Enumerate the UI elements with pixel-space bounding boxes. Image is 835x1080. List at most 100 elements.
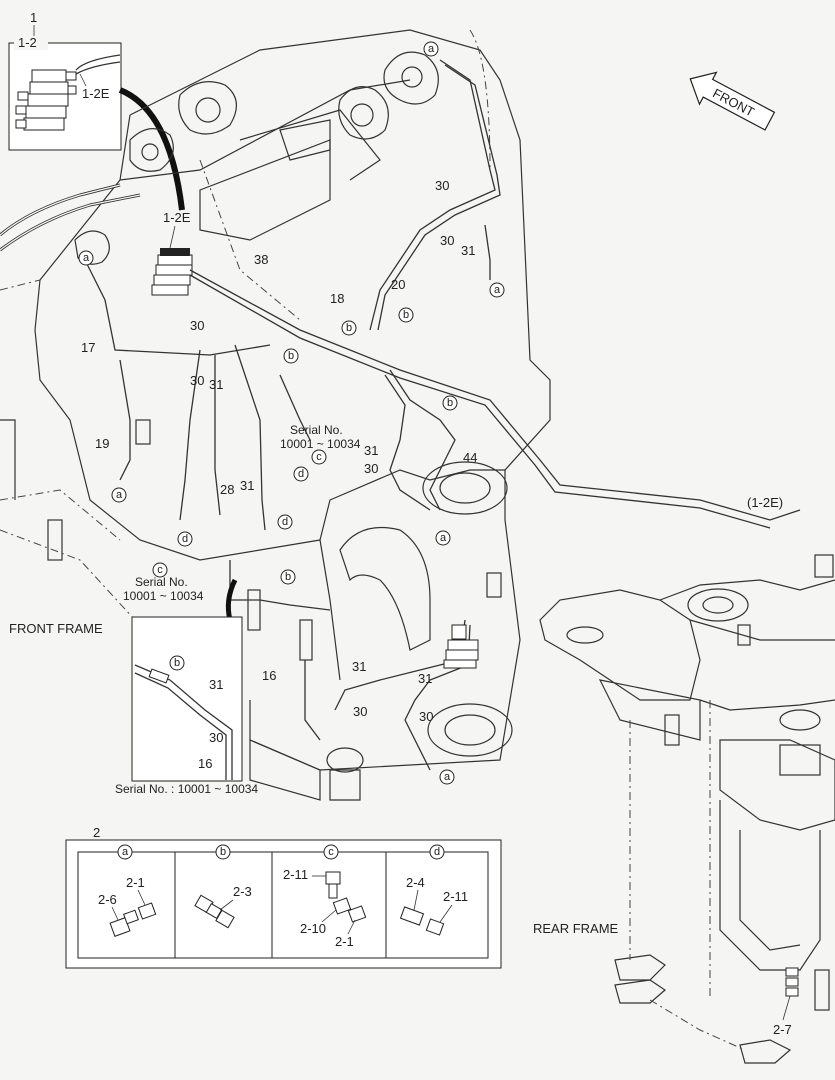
leader-2-3 bbox=[219, 899, 234, 911]
rear-ref-1-2e: (1-2E) bbox=[747, 495, 783, 510]
part-18: 18 bbox=[330, 291, 344, 306]
front-direction-arrow: FRONT bbox=[689, 71, 776, 131]
callout-a-top-text: a bbox=[428, 43, 435, 55]
part-30-mid: 30 bbox=[190, 318, 204, 333]
detail-b-fitting bbox=[194, 894, 235, 929]
part-31-mid: 31 bbox=[209, 377, 223, 392]
rear-frame-structure bbox=[539, 554, 835, 1064]
part-31-low-b: 31 bbox=[418, 671, 432, 686]
part-19: 19 bbox=[95, 436, 109, 451]
callout-d-1 bbox=[293, 466, 309, 482]
serial-label-lower: Serial No. bbox=[135, 575, 188, 589]
leader-2-1-c bbox=[347, 919, 356, 935]
detail-col-c: c bbox=[328, 846, 334, 858]
callout-b-4-text: b bbox=[447, 397, 453, 409]
callout-a-left bbox=[78, 250, 94, 266]
inset-1-2e-label: 1-2E bbox=[82, 86, 110, 101]
callout-c-2-text: c bbox=[157, 564, 163, 576]
callout-a-bottom-text: a bbox=[444, 771, 451, 783]
callout-b-3-text: b bbox=[288, 350, 294, 362]
callout-d-2-text: d bbox=[282, 516, 288, 528]
rear-frame-label: REAR FRAME bbox=[533, 921, 619, 936]
detail-part-2-4: 2-4 bbox=[406, 875, 425, 890]
callout-d-3 bbox=[177, 531, 193, 547]
detail-part-2-1-a: 2-1 bbox=[126, 875, 145, 890]
callout-d-1-text: d bbox=[298, 468, 304, 480]
valve-1-2e-leader bbox=[169, 225, 176, 249]
detail-col-d-circle bbox=[429, 844, 445, 860]
callout-b-1 bbox=[341, 320, 357, 336]
detail-part-2-6: 2-6 bbox=[98, 892, 117, 907]
control-valve-1-2e bbox=[151, 248, 193, 296]
callout-a-lower-left bbox=[111, 487, 127, 503]
detail-c-fittings bbox=[325, 871, 367, 923]
detail-d-fittings bbox=[399, 906, 445, 936]
detail-col-b: b bbox=[220, 846, 226, 858]
leader-2-11-d bbox=[439, 904, 453, 923]
part-30-mid-b: 30 bbox=[190, 373, 204, 388]
leader-2-4 bbox=[413, 889, 419, 911]
detail-part-2-11-c: 2-11 bbox=[283, 867, 308, 882]
detail-part-2-10: 2-10 bbox=[300, 921, 326, 936]
control-valve-lower bbox=[443, 624, 479, 669]
callout-c-2 bbox=[152, 562, 168, 578]
part-30-low-b: 30 bbox=[419, 709, 433, 724]
inset-part-16: 16 bbox=[198, 756, 212, 771]
callout-a-top bbox=[423, 41, 439, 57]
part-44: 44 bbox=[463, 450, 477, 465]
callout-a-bottom bbox=[439, 769, 455, 785]
leader-2-6 bbox=[111, 906, 119, 921]
part-30-low: 30 bbox=[353, 704, 367, 719]
callout-d-3-text: d bbox=[182, 533, 188, 545]
part-31-low: 31 bbox=[352, 659, 366, 674]
part-31-top: 31 bbox=[461, 243, 475, 258]
detail-col-a: a bbox=[122, 846, 129, 858]
part-30-top: 30 bbox=[435, 178, 449, 193]
inset-hose-1 bbox=[75, 54, 121, 71]
serial-range-upper: 10001 ~ 10034 bbox=[280, 437, 361, 451]
callout-a-center-text: a bbox=[440, 532, 447, 544]
leader-2-10 bbox=[321, 909, 337, 923]
hydraulic-pipes bbox=[0, 59, 801, 771]
fitting-callouts: a a a b b b b a c d d d c a b a bbox=[78, 41, 505, 785]
callout-b-5 bbox=[280, 569, 296, 585]
inset-1-2-label-bg bbox=[14, 36, 48, 50]
inset-part-31: 31 bbox=[209, 677, 223, 692]
serial-full-note: Serial No. : 10001 ~ 10034 bbox=[115, 782, 258, 796]
inset-callout-b bbox=[169, 655, 185, 671]
inset-1-2e-leader bbox=[79, 73, 87, 87]
callout-d-2 bbox=[277, 514, 293, 530]
callout-a-lower-left-text: a bbox=[116, 489, 123, 501]
callout-a-right-text: a bbox=[494, 284, 501, 296]
part-30-center: 30 bbox=[364, 461, 378, 476]
part-30-top-b: 30 bbox=[440, 233, 454, 248]
callout-a-center bbox=[435, 530, 451, 546]
callout-b-2 bbox=[398, 307, 414, 323]
inset-control-valve bbox=[15, 69, 77, 131]
detail-part-2-3: 2-3 bbox=[233, 884, 252, 899]
callout-a-left-text: a bbox=[83, 252, 90, 264]
part-28: 28 bbox=[220, 482, 234, 497]
front-frame-inset-box bbox=[131, 616, 243, 782]
serial-label-upper: Serial No. bbox=[290, 423, 343, 437]
inset-pipe-16-b bbox=[134, 672, 227, 780]
callout-b-3 bbox=[283, 348, 299, 364]
callout-c-1 bbox=[311, 449, 327, 465]
callout-c-1-text: c bbox=[316, 451, 322, 463]
inset-1-2-label: 1-2 bbox=[18, 35, 37, 50]
leader-2-7 bbox=[782, 995, 791, 1021]
inset-callout-b-text: b bbox=[174, 657, 180, 669]
part-2-7: 2-7 bbox=[773, 1022, 792, 1037]
inset-part-30: 30 bbox=[209, 730, 223, 745]
detail-col-b-circle bbox=[215, 844, 231, 860]
part-16: 16 bbox=[262, 668, 276, 683]
detail-a-fittings bbox=[109, 902, 157, 937]
detail-col-d: d bbox=[434, 846, 440, 858]
inset-hose-2 bbox=[75, 61, 121, 75]
front-frame-label: FRONT FRAME bbox=[9, 621, 103, 636]
callout-a-right bbox=[489, 282, 505, 298]
inset-fitting bbox=[148, 668, 170, 684]
rear-valve-2-7 bbox=[785, 967, 799, 997]
part-31-left: 31 bbox=[240, 478, 254, 493]
callout-b-4 bbox=[442, 395, 458, 411]
